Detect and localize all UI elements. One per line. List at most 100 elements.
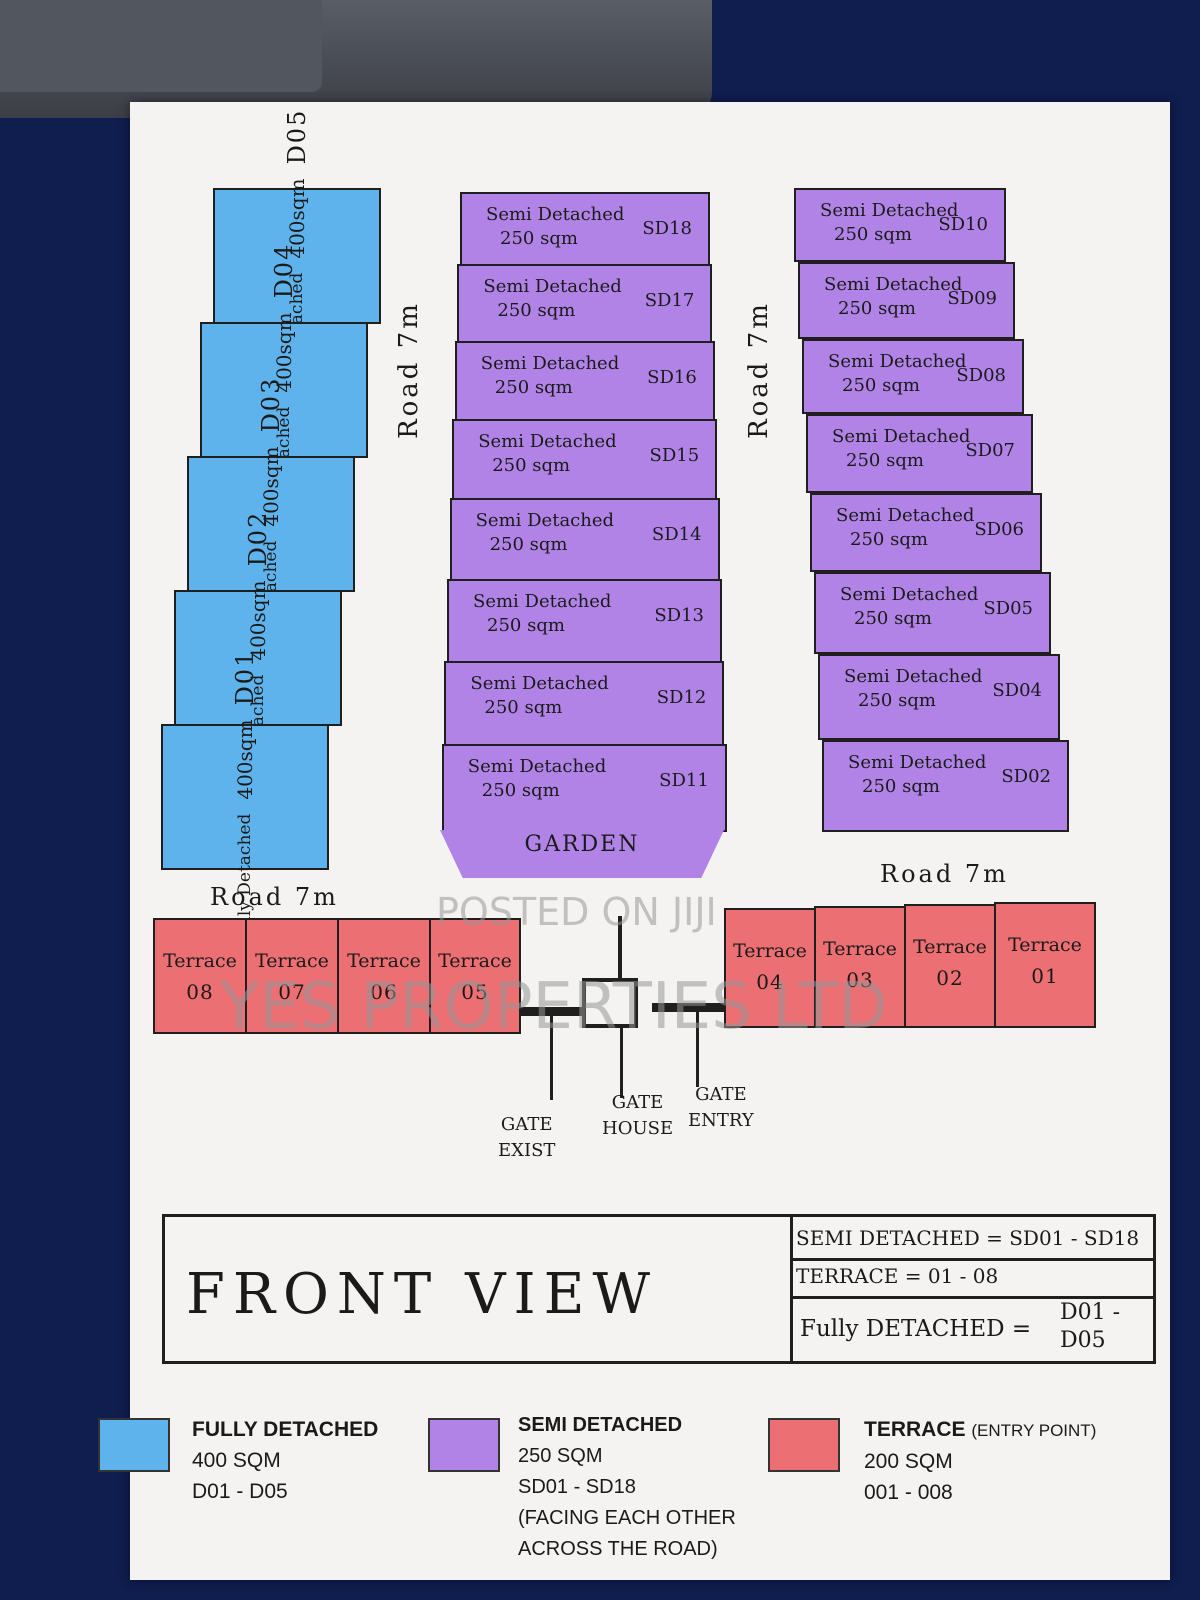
plot-size-label: 250 sqm — [862, 776, 940, 797]
plot-id-label: SD17 — [644, 290, 695, 311]
gate-line — [520, 1007, 584, 1016]
plot-size-label: 250 sqm — [858, 690, 936, 711]
terrace-plot-04[interactable]: Terrace 04 — [724, 908, 816, 1028]
legend-semi-note-1: (FACING EACH OTHER — [518, 1507, 736, 1529]
plot-id-label: SD12 — [656, 687, 707, 708]
plot-type-label: Terrace — [1008, 934, 1082, 956]
plot-id-label: SD10 — [938, 214, 988, 235]
plot-number-label: 06 — [370, 980, 398, 1004]
legend-semi-title: SEMI DETACHED — [518, 1414, 683, 1436]
laptop-corner — [0, 0, 712, 118]
plot-id-label: SD15 — [649, 445, 700, 466]
plot-size-label: 250 sqm — [500, 228, 578, 249]
plot-id-label: D02 — [244, 510, 272, 567]
legend-row-terrace: TERRACE = 01 - 08 — [796, 1264, 999, 1288]
plot-id-label: SD09 — [947, 288, 997, 309]
garden-area[interactable]: GARDEN — [440, 830, 724, 878]
terrace-plot-05[interactable]: Terrace 05 — [429, 918, 521, 1034]
plot-number-label: 03 — [846, 968, 874, 992]
plot-type-label: Terrace — [255, 950, 329, 972]
plot-type-label: Semi Detached — [473, 591, 612, 612]
terrace-plot-01[interactable]: Terrace 01 — [994, 902, 1096, 1028]
legend-terrace-size: 200 SQM — [864, 1450, 953, 1473]
gate-line — [618, 916, 622, 978]
plot-number-label: 01 — [1031, 964, 1059, 988]
road-bottom-right-label: Road 7m — [880, 860, 1009, 888]
legend-fully-range: D01 - D05 — [192, 1480, 288, 1503]
plot-size-label: 250 sqm — [497, 300, 576, 321]
terrace-plot-03[interactable]: Terrace 03 — [814, 906, 906, 1028]
gate-line — [620, 1028, 623, 1098]
legend-swatch-fully-detached — [98, 1418, 170, 1472]
legend-swatch-semi-detached — [428, 1418, 500, 1472]
plot-type-label: Semi Detached — [467, 756, 607, 777]
legend-row-fully: Fully DETACHED = — [800, 1316, 1032, 1342]
plot-type-label: Semi Detached — [848, 752, 987, 773]
plot-type-label: Semi Detached — [470, 673, 609, 694]
detached-plot-d02[interactable]: Fully Detached400sqmD02 — [174, 511, 342, 805]
title-block — [162, 1214, 1156, 1364]
semi-plot-sd02[interactable]: Semi Detached 250 sqm SD02 — [822, 740, 1069, 832]
gate-line — [696, 1012, 699, 1087]
plot-number-label: 04 — [756, 970, 784, 994]
plot-type-label: Semi Detached — [832, 426, 971, 447]
plot-number-label: 08 — [186, 980, 214, 1004]
plot-id-label: SD11 — [659, 770, 709, 791]
legend-semi-size: 250 SQM — [518, 1445, 603, 1467]
gate-entry-label: GATE ENTRY — [688, 1084, 754, 1131]
plot-id-label: SD02 — [1001, 766, 1051, 787]
legend-terrace-note: (ENTRY POINT) — [971, 1421, 1097, 1440]
plot-type-label: Terrace — [438, 950, 512, 972]
plot-size-label: 250 sqm — [838, 298, 916, 319]
detached-plot-d05[interactable]: Fully Detached400sqmD05 — [213, 109, 381, 403]
gate-line — [582, 978, 638, 982]
gate-line — [582, 978, 586, 1028]
plot-id-label: D03 — [257, 376, 285, 433]
laptop-touchpad — [0, 0, 322, 92]
plot-type-label: Terrace — [733, 940, 807, 962]
detached-plot-d03[interactable]: Fully Detached400sqmD03 — [187, 377, 355, 671]
plot-id-label: SD07 — [965, 440, 1015, 461]
plot-number-label: 02 — [936, 966, 964, 990]
road-bottom-left-label: Road 7m — [210, 883, 339, 911]
plot-number-label: 05 — [461, 980, 489, 1004]
plot-type-label: Terrace — [823, 938, 897, 960]
plot-type-label: Semi Detached — [840, 584, 979, 605]
plot-type-label: Semi Detached — [475, 510, 615, 531]
legend-row-fully-range-1: D01 - — [1060, 1300, 1121, 1325]
gate-house-label: GATE HOUSE — [602, 1092, 674, 1139]
gate-line — [550, 1015, 553, 1100]
plot-id-label: SD16 — [647, 367, 697, 388]
gate-line — [652, 1003, 724, 1012]
plot-id-label: D01 — [231, 649, 259, 706]
plot-type-label: Semi Detached — [486, 204, 625, 225]
plot-size-label: 250 sqm — [850, 529, 928, 550]
plot-id-label: D04 — [270, 242, 298, 299]
legend-semi-note-2: ACROSS THE ROAD) — [518, 1538, 718, 1560]
legend-row-semi: SEMI DETACHED = SD01 - SD18 — [796, 1226, 1140, 1250]
plot-size-label: 250 sqm — [489, 534, 568, 555]
gate-exit-label: GATE EXIST — [498, 1114, 556, 1161]
plot-size-label: 250 sqm — [854, 608, 932, 629]
